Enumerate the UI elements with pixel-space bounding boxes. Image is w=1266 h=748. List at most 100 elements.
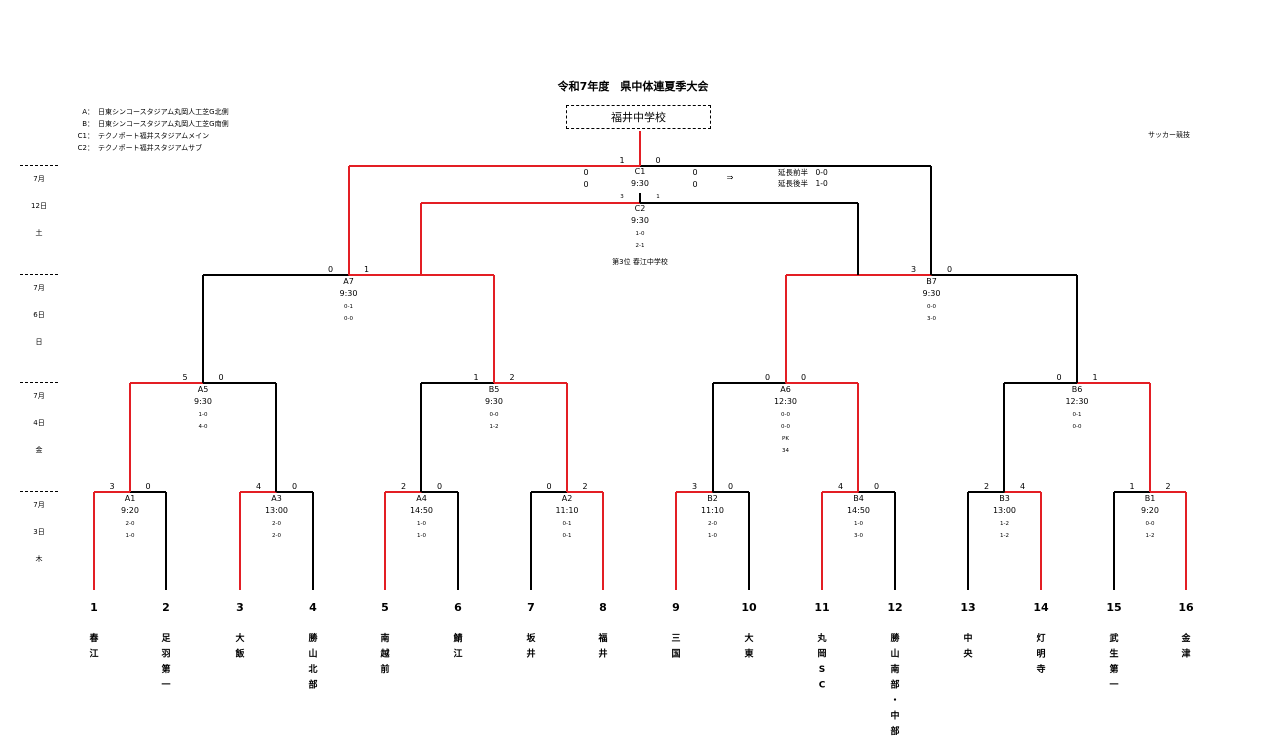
half-score: 2-0 (272, 521, 281, 527)
score-right: 4 (1020, 482, 1025, 491)
venue-key: C2： (77, 144, 94, 152)
score-left: 4 (256, 482, 261, 491)
half-score: 0 (583, 180, 588, 189)
match-id: B2 (707, 494, 718, 503)
day-month: 7月 (33, 175, 45, 183)
venue-row: C1： テクノポート福井スタジアムメイン (70, 130, 229, 142)
team-number: 8 (599, 601, 607, 614)
score-right: 0 (655, 156, 660, 165)
half-score: 1-0 (417, 521, 426, 527)
score-right: 0 (292, 482, 297, 491)
half-score: 2-0 (272, 533, 281, 539)
score-left: 0 (1056, 373, 1061, 382)
match-id: A7 (343, 277, 354, 286)
team-number: 11 (814, 601, 829, 614)
score-left: 5 (182, 373, 187, 382)
team-number: 3 (236, 601, 244, 614)
half-score: 0-1 (1073, 412, 1082, 418)
team-name-char: 一 (1109, 681, 1118, 691)
team-number: 15 (1106, 601, 1121, 614)
team-name-char: 江 (453, 648, 462, 660)
venue-key: C1： (77, 132, 94, 140)
match-id: C2 (635, 204, 646, 213)
venue-key: A： (82, 108, 94, 116)
team-name-char: 三 (671, 633, 680, 644)
score-right: 0 (801, 373, 806, 382)
team-name-char: 寺 (1036, 663, 1045, 675)
score-left: 1 (619, 156, 624, 165)
match-id: B7 (926, 277, 937, 286)
score-right: 0 (728, 482, 733, 491)
match-id: B4 (853, 494, 864, 503)
category-label: サッカー競技 (1148, 131, 1190, 139)
score-right: 0 (145, 482, 150, 491)
team-name-char: 岡 (817, 649, 826, 660)
match-time: 9:30 (485, 397, 503, 406)
team-name-char: 鯖 (452, 632, 462, 644)
score-left: 1 (1129, 482, 1134, 491)
half-score: 1-0 (199, 412, 208, 418)
match-id: B6 (1072, 385, 1083, 394)
team-name-char: 部 (890, 679, 899, 691)
half-score: 1-0 (854, 521, 863, 527)
venue-name: テクノポート福井スタジアムメイン (98, 132, 210, 140)
score-left: 1 (473, 373, 478, 382)
team-name-char: 生 (1109, 648, 1118, 660)
team-name-char: 江 (89, 648, 98, 660)
day-weekday: 日 (35, 338, 43, 346)
match-time: 12:30 (1065, 397, 1088, 406)
team-name-char: 明 (1036, 649, 1045, 660)
team-name-char: 南 (890, 663, 899, 675)
team-name-char: 丸 (816, 632, 827, 644)
day-date: 6日 (33, 311, 45, 319)
score-left: 2 (401, 482, 406, 491)
team-name-char: 坂 (526, 632, 536, 644)
score-left: 2 (984, 482, 989, 491)
day-label-quarterfinal: 7月 4日 金 (20, 382, 58, 467)
half-score: 0 (692, 180, 697, 189)
venue-row: A： 日東シンコースタジアム丸岡人工芝G北側 (70, 106, 229, 118)
match-time: 14:50 (847, 506, 870, 515)
half-score: 0 (692, 168, 697, 177)
score-left: 3 (911, 265, 916, 274)
team-name-char: 大 (235, 632, 244, 644)
match-id: B1 (1145, 494, 1156, 503)
match-time: 9:30 (340, 289, 358, 298)
half-score: PK (782, 436, 789, 442)
half-score: 1-2 (1000, 521, 1009, 527)
day-weekday: 土 (35, 229, 43, 237)
match-time: 9:30 (923, 289, 941, 298)
half-score: 0-0 (781, 424, 790, 430)
team-name-char: 越 (379, 648, 390, 660)
day-date: 12日 (31, 202, 47, 210)
score-left: 3 (620, 194, 624, 200)
extra-time-score: 延長後半 1-0 (778, 178, 828, 188)
venue-name: 日東シンコースタジアム丸岡人工芝G北側 (98, 108, 229, 116)
half-score: 1-2 (490, 424, 499, 430)
team-name-char: 山 (890, 648, 899, 660)
match-id: A2 (562, 494, 573, 503)
half-score: 1-2 (1146, 533, 1155, 539)
extra-time-score: 延長前半 0-0 (778, 167, 828, 177)
half-score: 0-1 (344, 304, 353, 310)
match-id: A6 (780, 385, 791, 394)
half-score: 1-0 (417, 533, 426, 539)
team-name-char: C (819, 681, 826, 691)
match-time: 12:30 (774, 397, 797, 406)
match-time: 11:10 (701, 506, 724, 515)
half-score: 34 (782, 448, 789, 454)
team-name-char: 灯 (1036, 632, 1045, 644)
half-score: 1-2 (1000, 533, 1009, 539)
score-right: 0 (874, 482, 879, 491)
team-name-char: 第 (1109, 663, 1118, 675)
team-name-char: 東 (744, 648, 753, 660)
team-number: 5 (381, 601, 389, 614)
score-right: 2 (509, 373, 514, 382)
match-time: 14:50 (410, 506, 433, 515)
half-score: 3-0 (927, 316, 936, 322)
team-number: 9 (672, 601, 680, 614)
team-name-char: 央 (963, 648, 973, 660)
team-name-char: 羽 (161, 649, 170, 660)
day-weekday: 木 (35, 555, 43, 563)
venue-legend: A：日東シンコースタジアム丸岡人工芝G北側 B：日東シンコースタジアム丸岡人工芝… (70, 106, 229, 154)
